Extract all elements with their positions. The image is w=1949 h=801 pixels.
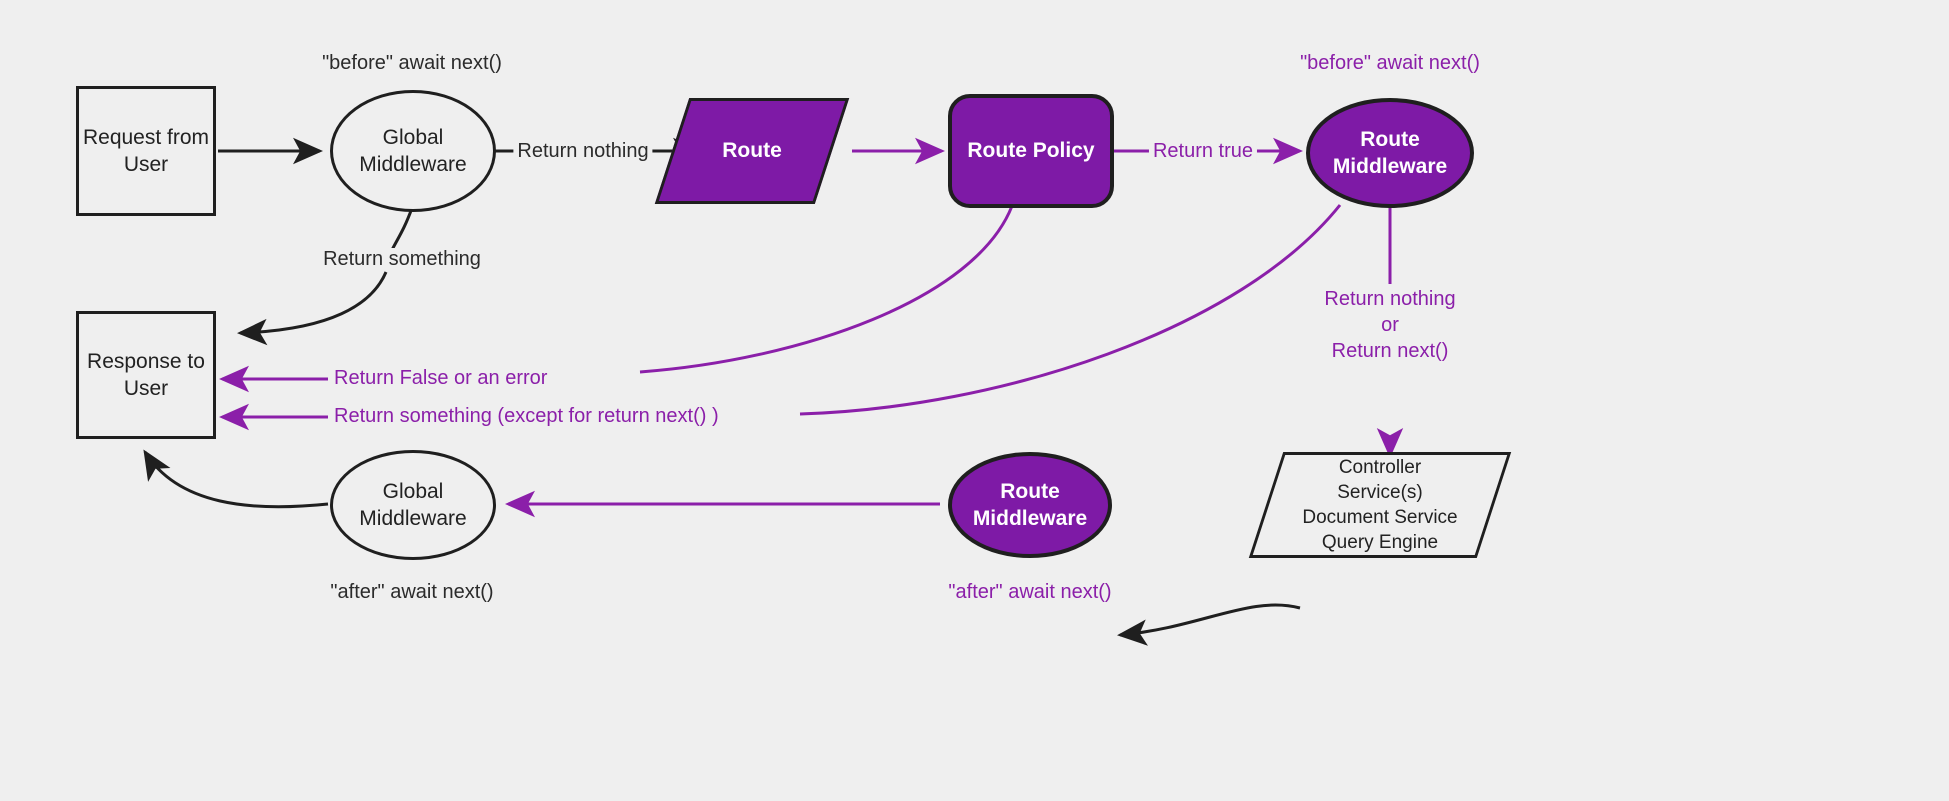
label-after-await-next-global: "after" await next() <box>326 581 498 604</box>
label-return-true: Return true <box>1148 140 1258 163</box>
label-return-nothing-or-next: Return nothing or Return next() <box>1290 286 1490 364</box>
node-route-middleware-bottom-line2: Middleware <box>972 507 1088 530</box>
node-request-from-user[interactable]: Request from User <box>76 86 216 216</box>
node-global-middleware-top-line2: Middleware <box>359 153 467 176</box>
node-controller-services[interactable]: Controller Service(s) Document Service Q… <box>1248 452 1512 558</box>
node-global-middleware-bottom-line2: Middleware <box>359 507 467 530</box>
edge-global-middleware-to-response-b <box>237 271 388 346</box>
node-request-line1: Request from <box>82 125 210 149</box>
node-global-middleware-top-line1: Global <box>382 125 444 149</box>
node-route-middleware-top-line1: Route <box>1360 127 1420 151</box>
node-route-middleware-top[interactable]: Route Middleware <box>1306 98 1474 208</box>
edge-route-policy-to-response-a <box>639 205 1014 374</box>
label-return-nothing-line2: or <box>1381 314 1399 336</box>
label-before-await-next-global: "before" await next() <box>318 52 506 75</box>
node-global-middleware-bottom-line1: Global <box>382 479 444 503</box>
controller-line-2: Service(s) <box>1337 481 1423 503</box>
node-global-middleware-top[interactable]: Global Middleware <box>330 90 496 212</box>
node-response-line1: Response to <box>87 349 205 373</box>
label-after-await-next-route: "after" await next() <box>944 581 1116 604</box>
controller-line-4: Query Engine <box>1321 532 1439 554</box>
label-return-nothing: Return nothing <box>513 140 653 163</box>
label-return-something-except-next: Return something (except for return next… <box>330 405 723 428</box>
node-route[interactable]: Route <box>654 98 850 204</box>
node-route-middleware-bottom-line1: Route <box>1000 479 1060 503</box>
edge-route-middleware-to-response-a <box>799 204 1342 416</box>
label-return-false-or-error: Return False or an error <box>330 367 552 390</box>
label-return-something-top: Return something <box>319 248 485 271</box>
node-response-to-user[interactable]: Response to User <box>76 311 216 439</box>
label-before-await-next-route: "before" await next() <box>1296 52 1484 75</box>
edge-global-middleware-bottom-to-response <box>143 449 329 509</box>
node-route-middleware-bottom[interactable]: Route Middleware <box>948 452 1112 558</box>
label-return-nothing-line3: Return next() <box>1331 340 1449 362</box>
edge-global-middleware-to-response-a <box>390 207 414 251</box>
node-response-line2: User <box>123 377 169 400</box>
controller-line-1: Controller <box>1338 456 1422 478</box>
node-request-line2: User <box>123 153 169 176</box>
label-return-nothing-line1: Return nothing <box>1324 288 1456 310</box>
controller-line-3: Document Service <box>1302 507 1458 528</box>
node-controller-text: Controller Service(s) Document Service Q… <box>1266 452 1494 558</box>
node-route-policy-label: Route Policy <box>967 139 1095 162</box>
node-route-policy[interactable]: Route Policy <box>948 94 1114 208</box>
edge-controller-to-route-middleware-bottom <box>1117 603 1301 646</box>
node-route-middleware-top-line2: Middleware <box>1332 155 1448 178</box>
node-route-label: Route <box>722 139 782 162</box>
node-global-middleware-bottom[interactable]: Global Middleware <box>330 450 496 560</box>
